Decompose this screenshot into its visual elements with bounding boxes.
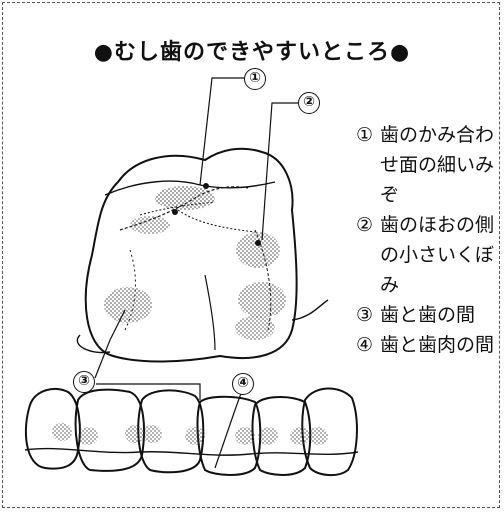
legend-num-2: ② [356, 214, 374, 236]
legend-item-1: ① 歯のかみ合わせ面の細いみぞ [356, 120, 496, 210]
legend: ① 歯のかみ合わせ面の細いみぞ ② 歯のほおの側の小さいくぼみ ③ 歯と歯の間 … [356, 120, 496, 360]
plaque-spots-molar [104, 183, 286, 340]
tooth-row [24, 387, 359, 476]
legend-text-3: 歯と歯の間 [380, 304, 476, 326]
legend-text-4: 歯と歯肉の間 [380, 334, 495, 356]
legend-num-1: ① [356, 124, 374, 146]
legend-num-4: ④ [356, 334, 374, 356]
legend-item-2: ② 歯のほおの側の小さいくぼみ [356, 210, 496, 300]
legend-num-3: ③ [356, 304, 374, 326]
legend-item-4: ④ 歯と歯肉の間 [356, 330, 496, 360]
leader-lines [94, 77, 298, 469]
page-title: ●むし歯のできやすいところ● [93, 40, 411, 65]
callout-2: ② [298, 92, 320, 114]
legend-item-3: ③ 歯と歯の間 [356, 300, 496, 330]
plaque-spots-row [52, 423, 328, 445]
callout-4: ④ [232, 373, 254, 395]
legend-text-1: 歯のかみ合わせ面の細いみぞ [380, 124, 495, 206]
callout-3: ③ [73, 371, 95, 393]
callout-1: ① [244, 68, 266, 90]
dashed-border-frame [2, 2, 500, 508]
legend-text-2: 歯のほおの側の小さいくぼみ [380, 214, 495, 296]
